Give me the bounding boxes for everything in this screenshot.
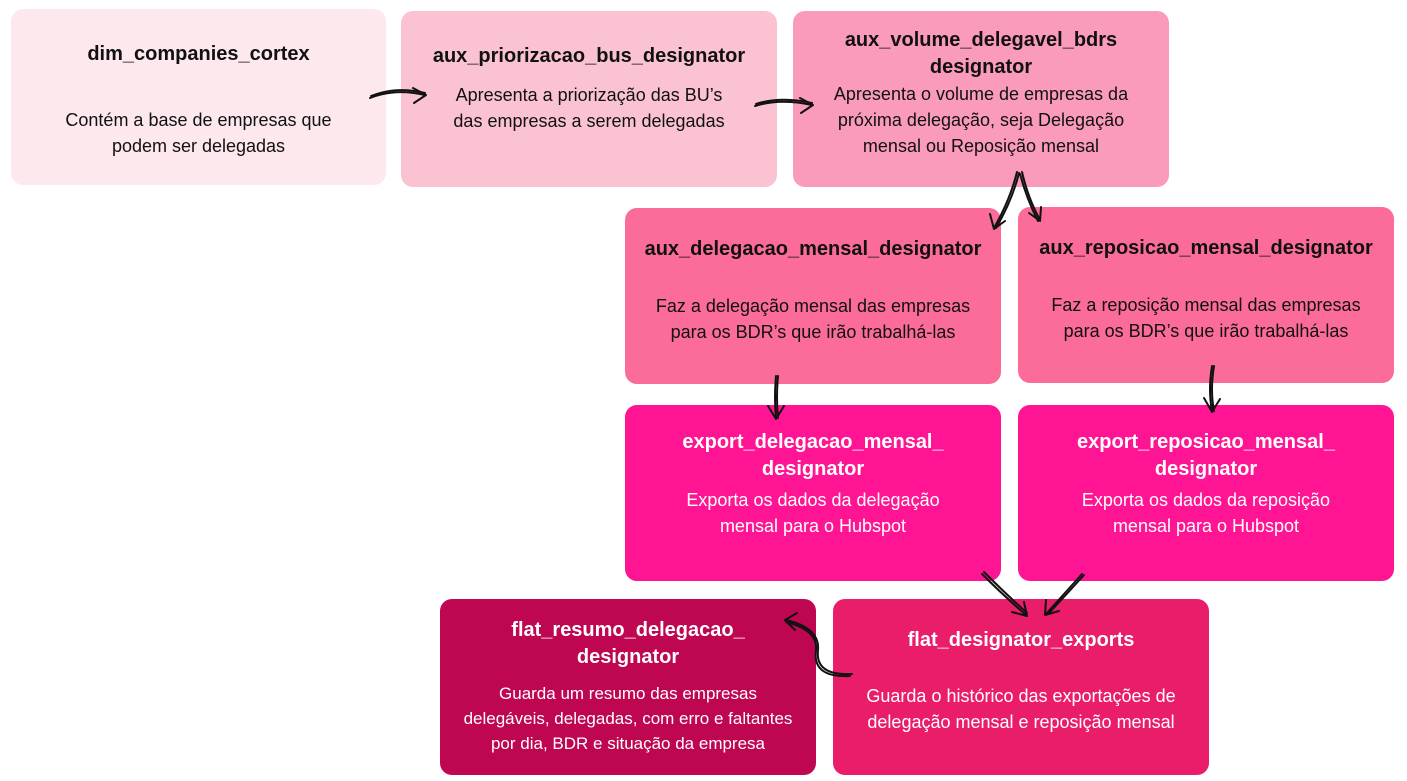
- node-description: Guarda o histórico das exportações de de…: [866, 686, 1176, 732]
- node-description: Apresenta o volume de empresas da próxim…: [833, 84, 1129, 156]
- node-aux-priorizacao-bus-designator: aux_priorizacao_bus_designator Apresenta…: [401, 11, 777, 187]
- node-description: Faz a reposição mensal das empresas para…: [1051, 295, 1361, 341]
- node-title: flat_resumo_delegacao_ designator: [511, 619, 745, 668]
- node-title: aux_volume_delegavel_bdrs designator: [844, 29, 1118, 78]
- node-description: Contém a base de empresas que podem ser …: [65, 110, 332, 156]
- node-title: aux_priorizacao_bus_designator: [432, 45, 746, 67]
- node-title: export_reposicao_mensal_ designator: [1077, 431, 1335, 480]
- node-description: Guarda um resumo das empresas delegáveis…: [463, 684, 793, 753]
- node-export-reposicao-mensal-designator: export_reposicao_mensal_ designator Expo…: [1018, 405, 1394, 581]
- node-aux-volume-delegavel-bdrs-designator: aux_volume_delegavel_bdrs designator Apr…: [793, 11, 1169, 187]
- node-flat-designator-exports: flat_designator_exports Guarda o históri…: [833, 599, 1209, 775]
- node-title: dim_companies_cortex: [87, 43, 310, 65]
- node-aux-delegacao-mensal-designator: aux_delegacao_mensal_designator Faz a de…: [625, 208, 1001, 384]
- node-dim-companies-cortex: dim_companies_cortex Contém a base de em…: [11, 9, 386, 185]
- node-flat-resumo-delegacao-designator: flat_resumo_delegacao_ designator Guarda…: [440, 599, 816, 775]
- node-aux-reposicao-mensal-designator: aux_reposicao_mensal_designator Faz a re…: [1018, 207, 1394, 383]
- node-title: flat_designator_exports: [907, 629, 1135, 651]
- node-description: Exporta os dados da reposição mensal par…: [1081, 490, 1331, 536]
- node-export-delegacao-mensal-designator: export_delegacao_mensal_ designator Expo…: [625, 405, 1001, 581]
- node-title: aux_delegacao_mensal_designator: [644, 238, 982, 260]
- node-title: aux_reposicao_mensal_designator: [1039, 237, 1373, 259]
- node-description: Faz a delegação mensal das empresas para…: [655, 296, 971, 342]
- node-description: Apresenta a priorização das BU’s das emp…: [453, 85, 725, 131]
- node-description: Exporta os dados da delegação mensal par…: [686, 490, 940, 536]
- node-title: export_delegacao_mensal_ designator: [682, 431, 944, 480]
